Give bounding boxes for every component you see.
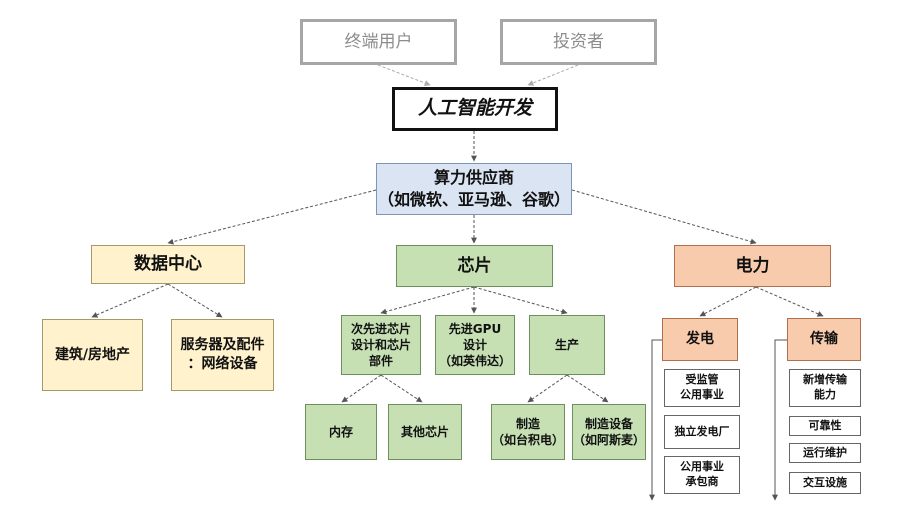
regulated-utility-box: 受监管 公用事业: [664, 369, 740, 407]
transmission-box: 传输: [787, 318, 861, 361]
utility-contractor-line1: 公用事业: [680, 460, 724, 474]
edge-power-generation: [699, 286, 757, 317]
ai-development-box: 人工智能开发: [392, 87, 558, 131]
new-transmission-line1: 新增传输: [803, 373, 847, 387]
generation-label: 发电: [686, 331, 714, 348]
chip-box: 芯片: [396, 245, 553, 287]
compute-provider-label: 算力供应商: [433, 168, 514, 188]
regulated-utility-line2: 公用事业: [680, 388, 724, 401]
bracket-transmission: [772, 339, 787, 501]
edge-compute-datacenter: [167, 189, 377, 245]
construction-label: 建筑/房地产: [54, 346, 131, 363]
sub-advanced-chip-line3: 部件: [368, 354, 393, 369]
compute-provider-box: 算力供应商 （如微软、亚马逊、谷歌）: [376, 163, 572, 215]
bracket-generation: [649, 339, 662, 501]
regulated-utility-line1: 受监管: [685, 373, 719, 387]
advanced-gpu-line1: 先进GPU: [448, 321, 502, 336]
investor-box: 投资者: [500, 19, 657, 65]
server-box: 服务器及配件 ：网络设备: [171, 319, 274, 391]
construction-box: 建筑/房地产: [42, 319, 143, 391]
manufacturing-label: 制造: [515, 416, 540, 431]
generation-box: 发电: [662, 318, 738, 361]
production-label: 生产: [554, 337, 579, 352]
utility-contractor-line2: 承包商: [685, 475, 719, 488]
investor-label: 投资者: [553, 31, 604, 52]
ai-development-label: 人工智能开发: [417, 97, 532, 120]
sub-advanced-chip-line2: 设计和芯片: [350, 337, 411, 352]
new-transmission-box: 新增传输 能力: [789, 369, 861, 407]
operations-label: 运行维护: [803, 445, 847, 459]
equipment-box: 制造设备 （如阿斯麦）: [572, 404, 646, 460]
other-chips-label: 其他芯片: [400, 424, 449, 439]
edge-enduser-ai: [377, 64, 431, 86]
edge-power-transmission: [755, 286, 824, 317]
equipment-example: （如阿斯麦）: [573, 433, 646, 447]
edge-compute-power: [571, 189, 757, 245]
advanced-gpu-box: 先进GPU 设计 （如英伟达）: [435, 315, 515, 375]
edge-chip-subadv: [380, 286, 475, 315]
server-label: 服务器及配件: [180, 337, 265, 354]
power-label: 电力: [735, 255, 770, 276]
manufacturing-example: （如台积电）: [492, 433, 565, 447]
edge-datacenter-server: [167, 283, 223, 318]
independent-power-label: 独立发电厂: [674, 424, 730, 438]
edge-subadv-other: [380, 374, 423, 403]
transmission-label: 传输: [810, 331, 838, 348]
reliability-label: 可靠性: [808, 418, 842, 432]
reliability-box: 可靠性: [789, 416, 861, 436]
compute-provider-examples: （如微软、亚马逊、谷歌）: [377, 190, 570, 209]
advanced-gpu-line2: 设计: [462, 337, 487, 352]
production-box: 生产: [529, 315, 605, 375]
end-user-label: 终端用户: [344, 31, 413, 52]
other-chips-box: 其他芯片: [388, 404, 462, 460]
independent-power-box: 独立发电厂: [664, 415, 740, 449]
interconnection-label: 交互设施: [803, 475, 847, 489]
memory-box: 内存: [305, 404, 377, 460]
sub-advanced-chip-box: 次先进芯片 设计和芯片 部件: [341, 315, 421, 375]
interconnection-box: 交互设施: [789, 472, 861, 494]
sub-advanced-chip-line1: 次先进芯片: [350, 321, 411, 336]
operations-box: 运行维护: [789, 443, 861, 463]
equipment-label: 制造设备: [584, 416, 633, 431]
edge-chip-production: [473, 286, 568, 315]
utility-contractor-box: 公用事业 承包商: [664, 456, 740, 494]
server-sublabel: ：网络设备: [187, 356, 258, 372]
advanced-gpu-line3: （如英伟达）: [438, 354, 511, 369]
power-box: 电力: [674, 245, 831, 287]
edge-production-mfg: [527, 374, 568, 403]
datacenter-label: 数据中心: [134, 254, 202, 275]
datacenter-box: 数据中心: [91, 245, 245, 284]
edge-datacenter-construction: [91, 283, 169, 318]
manufacturing-box: 制造 （如台积电）: [491, 404, 565, 460]
memory-label: 内存: [328, 424, 353, 439]
chip-label: 芯片: [457, 255, 492, 276]
edge-subadv-memory: [341, 374, 382, 403]
edge-production-equip: [566, 374, 609, 403]
new-transmission-line2: 能力: [814, 388, 836, 401]
edge-investor-ai: [527, 64, 579, 86]
end-user-box: 终端用户: [300, 19, 457, 65]
